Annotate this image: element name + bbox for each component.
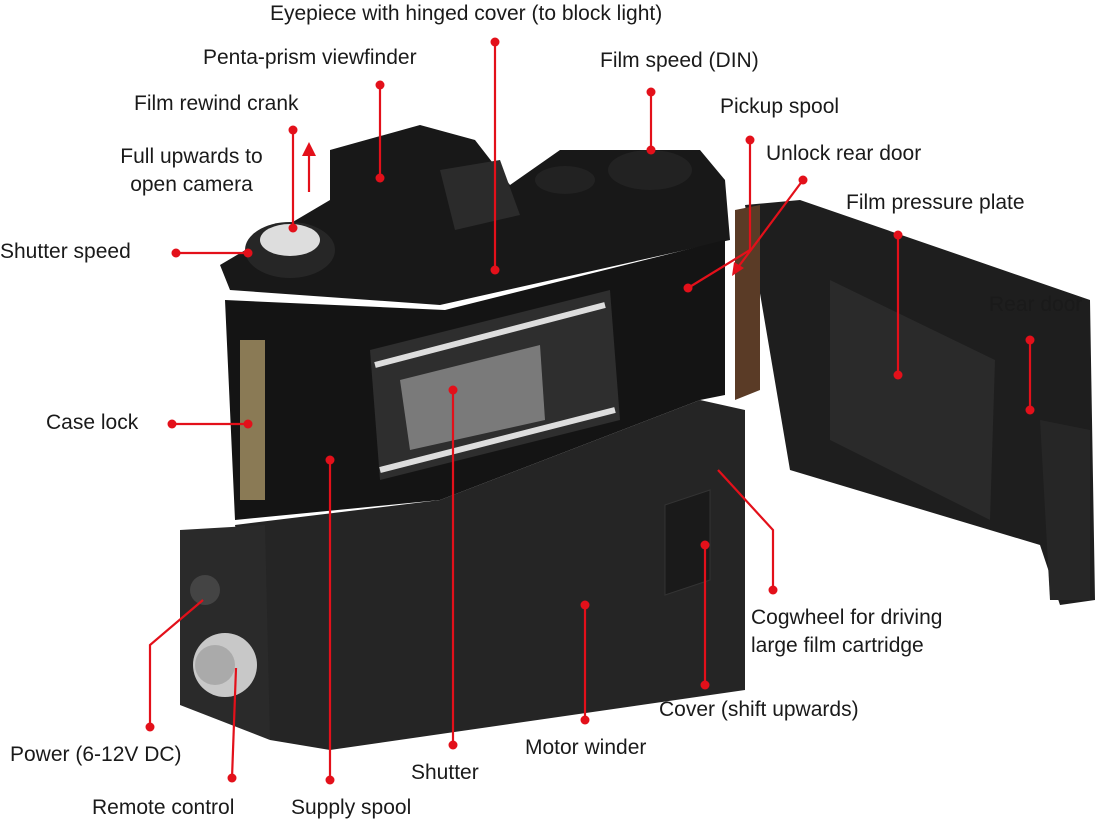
label-unlock-rear-door: Unlock rear door bbox=[766, 142, 922, 165]
label-cogwheel-line2: large film cartridge bbox=[751, 634, 924, 657]
camera-photo bbox=[180, 125, 1095, 750]
label-rear-door: Rear door bbox=[989, 293, 1083, 316]
label-case-lock: Case lock bbox=[46, 411, 139, 434]
label-pressure-plate: Film pressure plate bbox=[846, 191, 1025, 214]
label-shutter-speed: Shutter speed bbox=[0, 240, 131, 263]
leader-lines bbox=[148, 42, 1032, 780]
label-supply-spool: Supply spool bbox=[291, 796, 412, 819]
label-power: Power (6-12V DC) bbox=[10, 743, 182, 766]
label-film-speed: Film speed (DIN) bbox=[600, 49, 759, 72]
label-cogwheel-line1: Cogwheel for driving bbox=[751, 606, 943, 629]
leader-dots bbox=[145, 37, 1035, 785]
label-remote-control: Remote control bbox=[92, 796, 235, 819]
label-eyepiece: Eyepiece with hinged cover (to block lig… bbox=[270, 2, 663, 25]
label-cover: Cover (shift upwards) bbox=[659, 698, 859, 721]
label-prism: Penta-prism viewfinder bbox=[203, 46, 417, 69]
label-rewind-crank: Film rewind crank bbox=[134, 92, 299, 115]
label-pull-up-line1: Full upwards to bbox=[120, 145, 263, 168]
label-pickup-spool: Pickup spool bbox=[720, 95, 840, 118]
label-cogwheel: Cogwheel for driving large film cartridg… bbox=[751, 604, 942, 660]
label-pull-up-line2: open camera bbox=[130, 173, 253, 196]
label-motor-winder: Motor winder bbox=[525, 736, 647, 759]
label-pull-up: Full upwards to open camera bbox=[104, 143, 279, 199]
label-shutter: Shutter bbox=[411, 761, 479, 784]
